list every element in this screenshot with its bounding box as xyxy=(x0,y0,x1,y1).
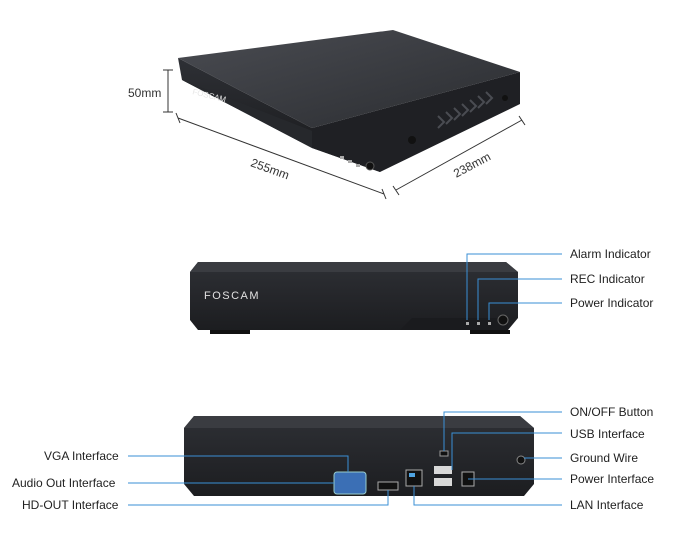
ground-screw xyxy=(516,455,526,465)
rear-view-device xyxy=(184,416,534,496)
hdmi-port xyxy=(377,481,399,491)
rec-indicator-label: REC Indicator xyxy=(570,272,645,286)
vga-port xyxy=(333,471,367,495)
side-screw xyxy=(408,136,416,144)
audio-out-interface-label: Audio Out Interface xyxy=(12,476,116,490)
rear-panel xyxy=(184,416,534,496)
hd-out-interface-label: HD-OUT Interface xyxy=(22,498,119,512)
onoff-button-label: ON/OFF Button xyxy=(570,405,654,419)
lan-port xyxy=(405,469,423,487)
device-top-face xyxy=(178,30,520,128)
power-indicator-label: Power Indicator xyxy=(570,296,654,310)
lan-interface-label: LAN Interface xyxy=(570,498,644,512)
vent-slots xyxy=(437,91,494,129)
alarm-indicator-label: Alarm Indicator xyxy=(570,247,651,261)
front-panel xyxy=(190,262,518,330)
dimension-lines xyxy=(163,69,526,200)
power-interface-label: Power Interface xyxy=(570,472,655,486)
vga-interface-label: VGA Interface xyxy=(44,449,119,463)
rear-leaders-right xyxy=(413,411,562,506)
dim-height: 50mm xyxy=(128,86,162,100)
usb-interface-label: USB Interface xyxy=(570,427,645,441)
front-leaders xyxy=(466,253,562,320)
rear-leaders-left xyxy=(128,455,389,506)
isometric-device xyxy=(178,30,520,172)
front-brand-logo: FOSCAM xyxy=(204,290,260,302)
power-button xyxy=(439,450,449,457)
ground-wire-label: Ground Wire xyxy=(570,451,639,465)
front-view-device xyxy=(190,262,518,334)
device-side-face xyxy=(312,72,520,172)
usb-port xyxy=(434,466,452,474)
